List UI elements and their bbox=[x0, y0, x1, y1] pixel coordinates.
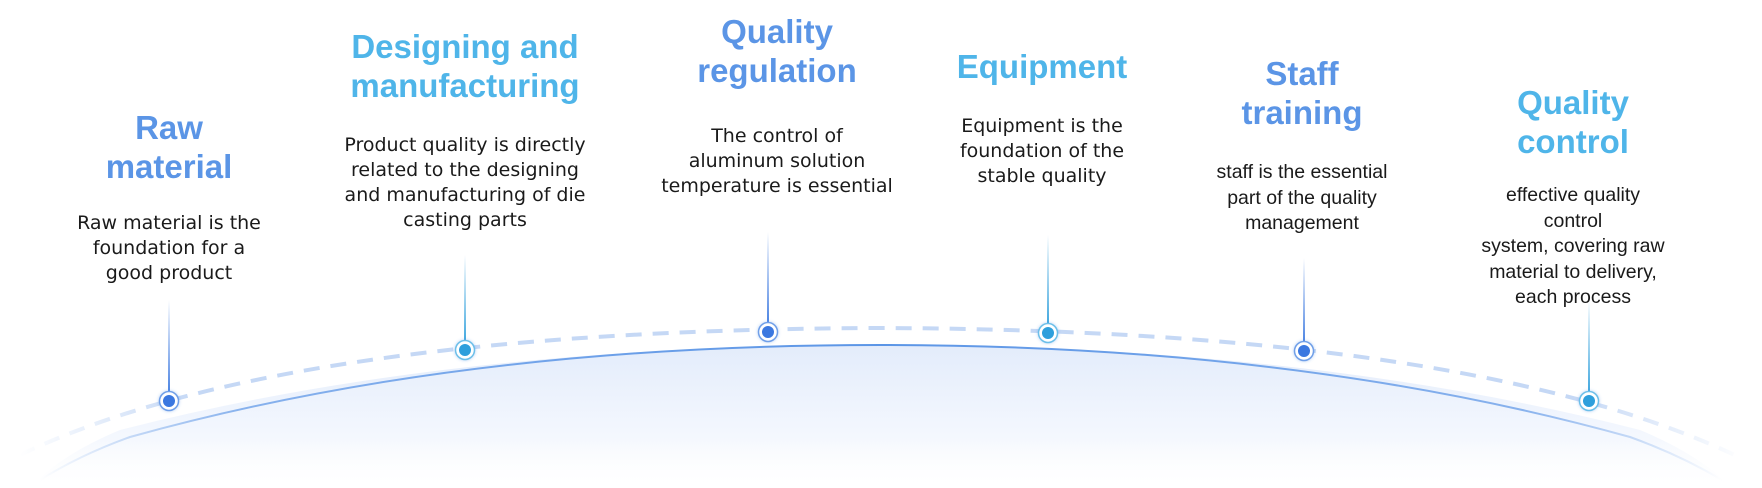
item-description: Equipment is the foundation of the stabl… bbox=[959, 115, 1125, 187]
item-quality-regulation: Quality regulation The control of alumin… bbox=[661, 12, 893, 199]
dot-core bbox=[1042, 327, 1054, 339]
timeline-dot bbox=[1578, 390, 1600, 412]
item-staff-training: Staff training staff is the essential pa… bbox=[1217, 54, 1388, 237]
dot-core bbox=[1583, 395, 1595, 407]
timeline-dot bbox=[158, 390, 180, 412]
item-equipment: Equipment Equipment is the foundation of… bbox=[957, 47, 1128, 189]
connector-line bbox=[1047, 235, 1049, 333]
item-description: staff is the essential part of the quali… bbox=[1216, 161, 1388, 234]
connector-line bbox=[168, 300, 170, 401]
connector-line bbox=[464, 255, 466, 350]
item-title: Quality control bbox=[1517, 84, 1629, 160]
connector-line bbox=[767, 232, 769, 332]
item-title: Quality regulation bbox=[697, 13, 857, 89]
item-description: effective quality control system, coveri… bbox=[1481, 184, 1665, 308]
solid-arc bbox=[39, 343, 1723, 481]
item-raw-material: Raw material Raw material is the foundat… bbox=[77, 108, 261, 286]
dot-core bbox=[163, 395, 175, 407]
timeline-dot bbox=[1293, 340, 1315, 362]
dot-core bbox=[459, 344, 471, 356]
item-designing-manufacturing: Designing and manufacturing Product qual… bbox=[344, 27, 585, 233]
item-description: Raw material is the foundation for a goo… bbox=[77, 212, 261, 284]
item-title: Staff training bbox=[1241, 55, 1363, 131]
connector-line bbox=[1588, 300, 1590, 401]
dot-core bbox=[762, 326, 774, 338]
timeline-dot bbox=[757, 321, 779, 343]
connector-line bbox=[1303, 258, 1305, 351]
item-title: Raw material bbox=[105, 109, 233, 185]
item-title: Equipment bbox=[956, 48, 1128, 85]
item-quality-control: Quality control effective quality contro… bbox=[1479, 83, 1668, 311]
timeline-dot bbox=[1037, 322, 1059, 344]
item-description: Product quality is directly related to t… bbox=[344, 134, 586, 231]
item-description: The control of aluminum solution tempera… bbox=[661, 125, 893, 197]
item-title: Designing and manufacturing bbox=[350, 28, 580, 104]
dashed-arc bbox=[19, 325, 1746, 462]
dome-bottom-fade bbox=[0, 440, 1762, 488]
timeline-dot bbox=[454, 339, 476, 361]
dot-core bbox=[1298, 345, 1310, 357]
